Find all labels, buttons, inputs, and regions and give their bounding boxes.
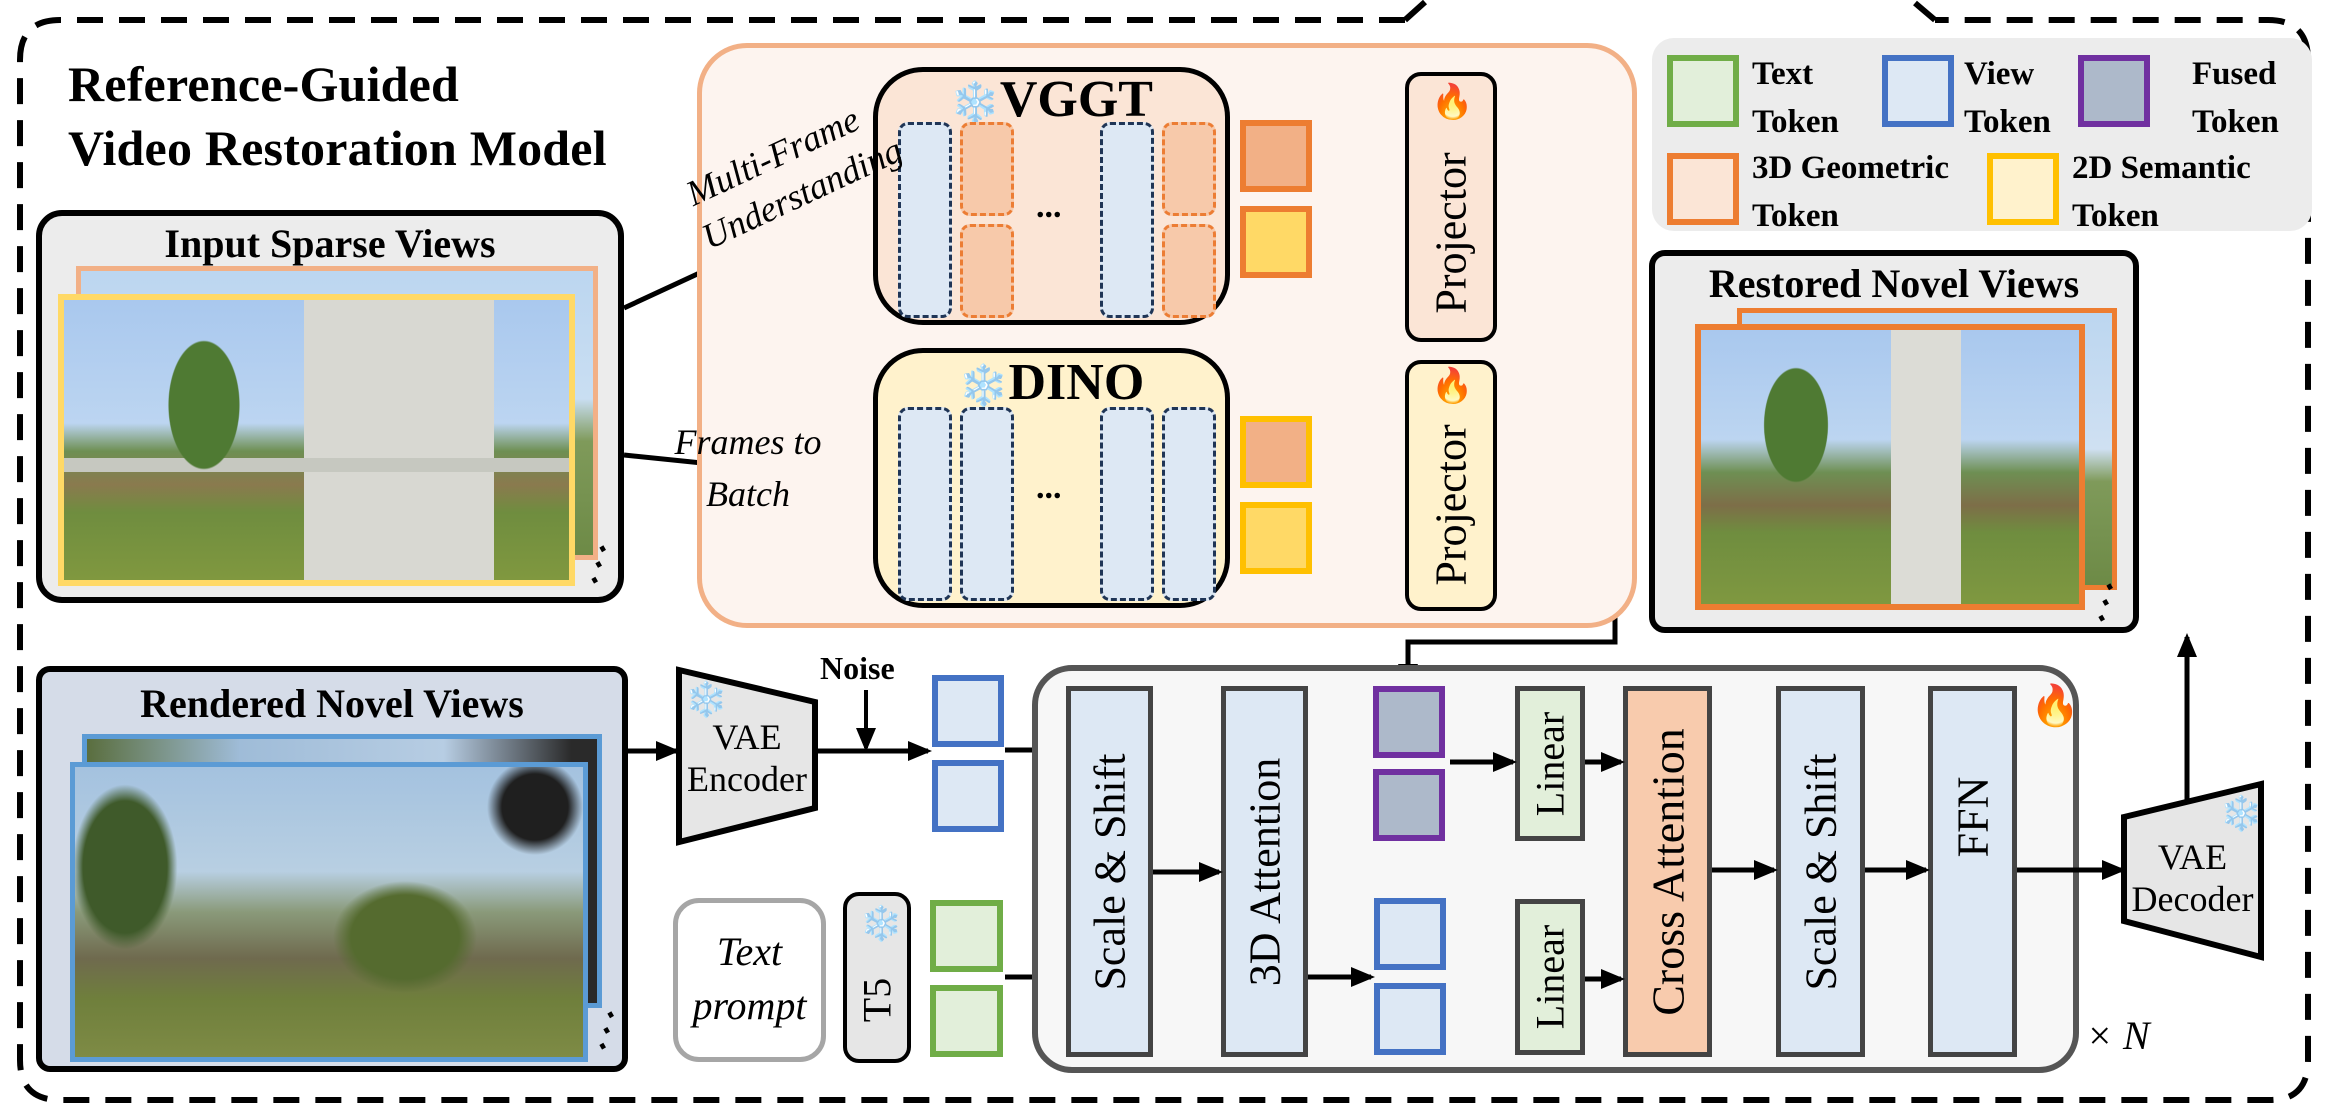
text-prompt-line1: Text: [716, 929, 783, 974]
noise-label: Noise: [820, 650, 895, 686]
repeat-n-text: × N: [2086, 1013, 2150, 1058]
ellipsis: ...: [1036, 469, 1062, 506]
legend-swatch-2d-semantic-token: [1987, 153, 2059, 225]
view-token: [1374, 983, 1446, 1055]
title-line-2: Video Restoration Model: [68, 120, 607, 176]
frames-to-batch-line2: Batch: [706, 474, 790, 514]
view-token: [1374, 898, 1446, 970]
geometric-token: [1240, 120, 1312, 192]
projector-vggt: 🔥 Projector: [1405, 72, 1497, 342]
snowflake-icon: ❄️: [950, 80, 1000, 125]
projector-dino: 🔥 Projector: [1405, 360, 1497, 611]
fire-icon: 🔥: [1431, 368, 1474, 405]
title-line-1: Reference-Guided: [68, 56, 460, 112]
legend-swatch-fused-token: [2078, 55, 2150, 127]
fire-icon: 🔥: [1431, 84, 1474, 121]
dino-encoder: ❄️DINO ...: [873, 348, 1230, 608]
dino-column: [898, 407, 952, 601]
scale-shift-layer-2: Scale & Shift: [1776, 686, 1865, 1057]
ffn-layer: FFN: [1928, 686, 2017, 1057]
vae-decoder: ❄️ VAE Decoder: [2124, 784, 2263, 957]
vae-encoder-line1: VAE: [712, 717, 782, 757]
rendered-view-front-image: [70, 762, 588, 1062]
vae-encoder: ❄️ VAE Encoder: [679, 670, 815, 842]
linear-layer-bottom: Linear: [1515, 899, 1585, 1055]
dino-column: [1162, 407, 1216, 601]
vggt-geo-slot: [1162, 224, 1216, 318]
vae-encoder-line2: Encoder: [687, 759, 807, 799]
fused-token: [1373, 769, 1445, 841]
legend-swatch-3d-geometric-token: [1667, 153, 1739, 225]
text-prompt-line2: prompt: [692, 983, 807, 1028]
3d-attention-layer: 3D Attention: [1221, 686, 1308, 1057]
cross-attention-layer: Cross Attention: [1623, 686, 1712, 1057]
restored-view-front-image: [1695, 324, 2085, 610]
linear-layer-top: Linear: [1515, 686, 1585, 841]
text-prompt-box: Text prompt: [673, 898, 826, 1062]
panel-title: Restored Novel Views: [1708, 261, 2080, 306]
vggt-geo-slot: [960, 122, 1014, 216]
vggt-view-column: [898, 122, 952, 318]
diagram-title: Reference-Guided Video Restoration Model: [68, 52, 607, 180]
legend-swatch-view-token: [1882, 55, 1954, 127]
vggt-label: VGGT: [999, 71, 1153, 128]
frames-to-batch-label: Frames to Batch: [668, 420, 828, 516]
geometric-token: [1240, 416, 1312, 488]
vggt-geo-slot: [1162, 122, 1216, 216]
vggt-geo-slot: [960, 224, 1014, 318]
snowflake-icon: ❄️: [860, 906, 903, 943]
dino-title: ❄️DINO: [878, 355, 1225, 414]
snowflake-icon: ❄️: [2220, 796, 2263, 833]
restored-novel-views-panel: Restored Novel Views ⋰: [1649, 250, 2139, 633]
input-sparse-views-panel: Input Sparse Views ⋰: [36, 210, 624, 603]
frames-to-batch-line1: Frames to: [674, 422, 822, 462]
semantic-token: [1240, 206, 1312, 278]
repeat-n-label: × N: [2086, 1012, 2150, 1059]
snowflake-icon: ❄️: [685, 682, 728, 719]
snowflake-icon: ❄️: [958, 363, 1009, 408]
semantic-token: [1240, 502, 1312, 574]
vggt-encoder: ❄️VGGT ...: [873, 67, 1230, 325]
fire-icon: 🔥: [2030, 683, 2080, 728]
input-view-front-image: [58, 294, 575, 586]
legend-swatch-text-token: [1667, 55, 1739, 127]
panel-title: Input Sparse Views: [164, 221, 496, 266]
view-token: [932, 760, 1004, 832]
panel-title: Rendered Novel Views: [140, 681, 524, 726]
dino-label: DINO: [1008, 354, 1145, 411]
fused-token: [1373, 686, 1445, 758]
dino-column: [960, 407, 1014, 601]
ellipsis: ...: [1036, 188, 1062, 225]
vae-decoder-line1: VAE: [2157, 837, 2228, 877]
t5-encoder: ❄️ T5: [843, 892, 911, 1063]
dino-column: [1100, 407, 1154, 601]
vggt-view-column: [1100, 122, 1154, 318]
vae-decoder-line2: Decoder: [2131, 879, 2254, 919]
text-token: [930, 985, 1003, 1057]
text-token: [930, 900, 1003, 972]
rendered-novel-views-panel: Rendered Novel Views ⋰: [36, 666, 631, 1072]
scale-shift-layer-1: Scale & Shift: [1066, 686, 1153, 1057]
vggt-title: ❄️VGGT: [878, 72, 1225, 131]
view-token: [932, 675, 1004, 747]
